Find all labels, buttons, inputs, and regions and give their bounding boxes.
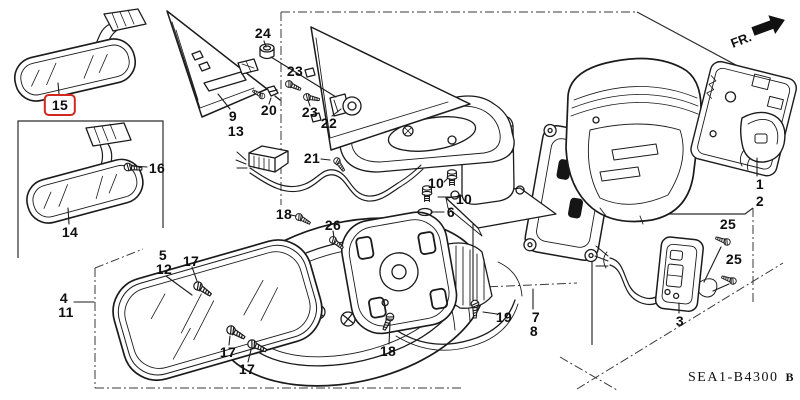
part-label-10-b[interactable]: 10 (455, 191, 473, 207)
part-drawing-mirror-holder[interactable] (337, 207, 493, 338)
leader-lines (57, 40, 758, 363)
diagram-code-number: SEA1-B4300 (688, 370, 779, 385)
part-label-17-c[interactable]: 17 (238, 361, 256, 377)
part-label-24[interactable]: 24 (254, 25, 272, 41)
part-label-18-a[interactable]: 18 (275, 206, 293, 222)
part-drawing-rearview-mirror-day-night[interactable] (11, 8, 147, 105)
part-label-18-b[interactable]: 18 (379, 343, 397, 359)
diagram-code: SEA1-B4300 B (688, 370, 793, 386)
part-drawing-mirror-base[interactable] (304, 26, 515, 173)
part-label-25-b[interactable]: 25 (725, 251, 743, 267)
part-label-1[interactable]: 1 (755, 176, 765, 192)
part-label-7[interactable]: 7 (531, 309, 541, 325)
part-label-22[interactable]: 22 (320, 115, 338, 131)
part-drawing-mirror-backing-plate[interactable] (689, 60, 799, 178)
part-drawing-rearview-mirror[interactable] (22, 122, 147, 228)
part-label-17-a[interactable]: 17 (182, 253, 200, 269)
part-label-4[interactable]: 4 (59, 290, 69, 306)
part-label-14[interactable]: 14 (61, 224, 79, 240)
part-label-12[interactable]: 12 (155, 261, 173, 277)
part-label-3[interactable]: 3 (675, 313, 685, 329)
part-label-20[interactable]: 20 (260, 102, 278, 118)
part-label-15[interactable]: 15 (43, 94, 77, 116)
part-label-2[interactable]: 2 (755, 193, 765, 209)
part-label-5[interactable]: 5 (158, 247, 168, 263)
fr-direction-arrow-icon (751, 15, 785, 36)
part-label-8[interactable]: 8 (529, 323, 539, 339)
part-label-23-a[interactable]: 23 (286, 63, 304, 79)
part-label-19[interactable]: 19 (495, 309, 513, 325)
part-label-13[interactable]: 13 (227, 123, 245, 139)
part-label-23-b[interactable]: 23 (301, 104, 319, 120)
fastener-drawings[interactable] (123, 43, 738, 356)
zone-boundary-lines (94, 11, 784, 391)
diagram-revision: B (785, 370, 794, 384)
part-drawing-mirror-switch[interactable] (594, 236, 718, 312)
part-label-6[interactable]: 6 (446, 204, 456, 220)
part-label-10-a[interactable]: 10 (427, 175, 445, 191)
part-label-17-b[interactable]: 17 (219, 344, 237, 360)
part-label-11[interactable]: 11 (58, 304, 74, 320)
part-drawing-wire-harness[interactable] (235, 145, 424, 202)
part-drawing-mirror-skull-cap[interactable] (565, 57, 702, 225)
part-label-9[interactable]: 9 (228, 108, 238, 124)
part-label-16[interactable]: 16 (148, 160, 166, 176)
part-label-26[interactable]: 26 (324, 217, 342, 233)
part-drawing-mirror-glass[interactable] (105, 232, 330, 388)
part-drawing-corner-trim[interactable] (166, 10, 268, 118)
part-drawing-pivot-bracket[interactable] (329, 93, 362, 117)
part-label-25-a[interactable]: 25 (719, 216, 737, 232)
part-label-21[interactable]: 21 (303, 150, 321, 166)
